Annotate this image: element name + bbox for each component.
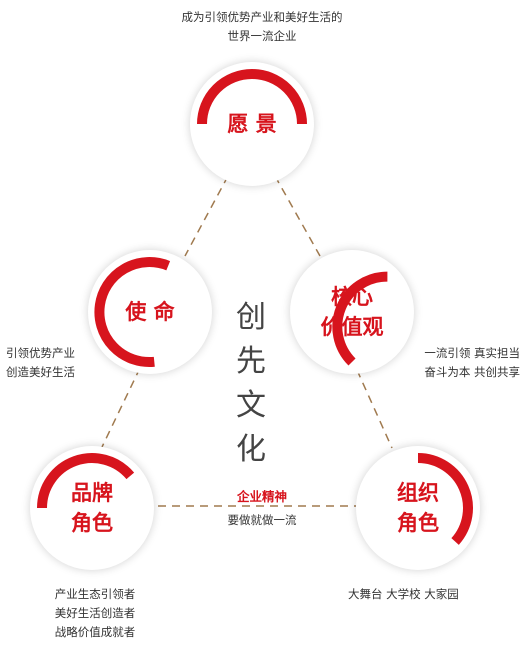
values-ring [332, 271, 388, 366]
values-node: 核心 价值观 [290, 250, 414, 374]
link-vision-mission [184, 175, 229, 257]
link-vision-values [274, 175, 321, 257]
org-label: 组织 角色 [397, 481, 439, 535]
org-caption: 大舞台 大学校 大家园 [348, 587, 459, 601]
vision-node: 愿 景 [190, 62, 314, 186]
mission-caption: 引领优势产业 创造美好生活 [6, 346, 75, 379]
spirit-text: 要做就做一流 [227, 513, 297, 527]
org-node: 组织 角色 [356, 446, 480, 570]
vision-label: 愿 景 [227, 112, 277, 136]
brand-ring [37, 453, 135, 509]
mission-label: 使 命 [125, 300, 175, 324]
vision-ring [197, 69, 307, 125]
brand-label: 品牌 角色 [71, 481, 113, 535]
brand-caption: 产业生态引领者 美好生活创造者 战略价值成就者 [54, 587, 136, 639]
values-label: 核心 价值观 [320, 285, 384, 339]
mission-node: 使 命 [88, 250, 212, 374]
link-mission-brand [101, 367, 141, 448]
link-values-org [356, 369, 393, 449]
org-ring [417, 453, 473, 545]
center-title: 创 先 文 化 [236, 300, 268, 467]
vision-caption: 成为引领优势产业和美好生活的 世界一流企业 [181, 10, 343, 43]
values-caption: 一流引领 真实担当 奋斗为本 共创共享 [424, 346, 520, 379]
brand-node: 品牌 角色 [30, 446, 154, 570]
spirit-label: 企业精神 [236, 489, 287, 504]
mission-ring [94, 257, 171, 368]
